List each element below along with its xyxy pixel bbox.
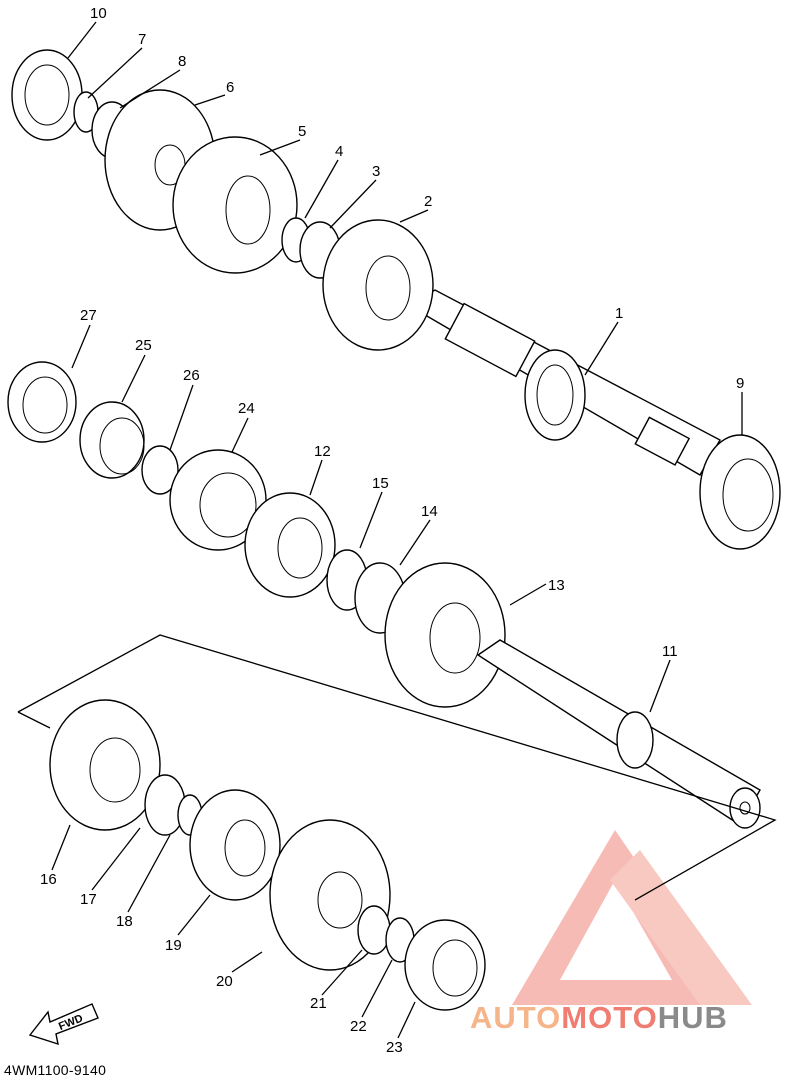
leader-lines [51, 21, 743, 1039]
watermark-auto: AUTO [470, 1000, 562, 1035]
watermark-text: AUTOMOTOHUB [470, 1000, 728, 1036]
watermark-moto: MOTO [561, 1000, 658, 1035]
oil-seal-27 [7, 361, 77, 443]
callout-26: 26 [183, 367, 200, 384]
o-ring-26 [141, 445, 179, 495]
callout-8: 8 [178, 53, 186, 70]
callout-1: 1 [615, 305, 623, 322]
collar-25 [79, 401, 145, 479]
callout-23: 23 [386, 1039, 403, 1056]
callout-14: 14 [421, 503, 438, 520]
callout-11: 11 [662, 643, 678, 660]
gear-12 [244, 492, 336, 598]
middle-parts [7, 361, 506, 708]
callout-21: 21 [310, 995, 327, 1012]
callout-2: 2 [424, 193, 432, 210]
callout-7: 7 [138, 31, 146, 48]
gear-2 [322, 219, 434, 351]
callout-4: 4 [335, 143, 343, 160]
bearing-9 [699, 434, 781, 550]
bearing-23 [404, 919, 486, 1011]
callout-15: 15 [372, 475, 389, 492]
callout-12: 12 [314, 443, 331, 460]
callout-5: 5 [298, 123, 306, 140]
callout-22: 22 [350, 1018, 367, 1035]
callout-20: 20 [216, 973, 233, 990]
lower-gear-stack [49, 699, 486, 1011]
callout-25: 25 [135, 337, 152, 354]
callout-labels: 10 7 8 6 5 4 3 2 1 9 27 25 26 24 12 15 1… [40, 5, 744, 1056]
drive-axle-part-11 [476, 639, 761, 829]
gear-5 [172, 136, 298, 274]
reference-plane [17, 634, 777, 901]
callout-18: 18 [116, 913, 133, 930]
watermark-hub: HUB [657, 1000, 728, 1035]
callout-27: 27 [80, 307, 97, 324]
gear-19 [189, 789, 281, 901]
fwd-arrow-icon: FWD [28, 1003, 99, 1046]
callout-24: 24 [238, 400, 255, 417]
automotohub-logo [512, 830, 752, 1005]
upper-gear-stack [11, 49, 781, 550]
callout-10: 10 [90, 5, 107, 22]
part-code: 4WM1100-9140 [4, 1062, 107, 1078]
callout-3: 3 [372, 163, 380, 180]
callout-9: 9 [736, 375, 744, 392]
washer-21 [357, 905, 391, 955]
bearing-10 [11, 49, 83, 141]
callout-19: 19 [165, 937, 182, 954]
callout-13: 13 [548, 577, 565, 594]
callout-16: 16 [40, 871, 57, 888]
main-axle-part-1 [406, 289, 721, 476]
gear-16 [49, 699, 161, 831]
gear-13 [384, 562, 506, 708]
callout-17: 17 [80, 891, 97, 908]
fwd-label: FWD [57, 1012, 85, 1033]
callout-6: 6 [226, 79, 234, 96]
bearing-24 [169, 449, 267, 551]
